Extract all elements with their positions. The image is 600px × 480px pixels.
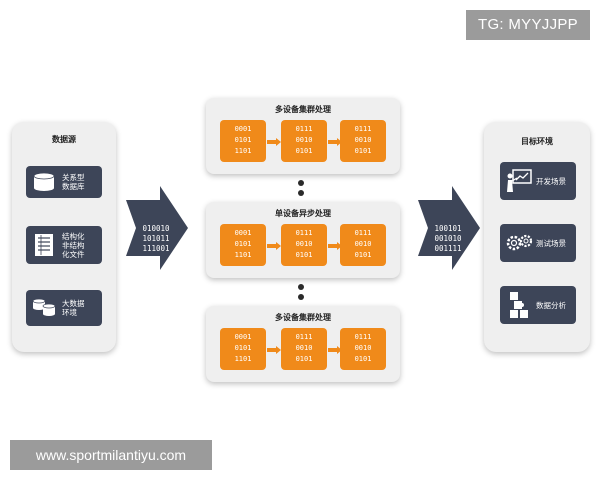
target-item-label: 数据分析 [536,300,566,310]
source-item-label: 大数据 环境 [62,299,85,317]
binary-line: 0111 [295,333,313,341]
label-line: 结构化 [62,231,85,241]
binary-line: 0101 [295,147,313,155]
source-title: 数据源 [52,135,76,144]
binary-line: 1101 [234,355,252,363]
separator-dot [298,180,304,186]
gears-icon [504,228,534,258]
source-item-label: 结构化 非结构 化文件 [62,232,85,259]
binary-box: 0001 0101 1101 [220,224,266,266]
target-item-test: 测试场景 [500,224,576,262]
label-line: 大数据 [62,299,85,308]
binary-line: 0010 [354,344,372,352]
binary-line: 0010 [295,136,313,144]
binary-line: 0101 [295,251,313,259]
source-panel: 数据源 关系型 数据库 结构化 [12,122,116,352]
connector-arrow-icon [267,242,281,250]
binary-box: 0001 0101 1101 [220,120,266,162]
binary-line: 0101 [354,147,372,155]
separator-dot [298,294,304,300]
binary-line: 0101 [234,344,252,352]
binary-line: 001111 [434,244,462,253]
processing-group-3: 多设备集群处理 0001 0101 1101 0111 0010 0101 01… [206,306,400,382]
binary-line: 100101 [434,224,462,233]
binary-line: 1101 [234,251,252,259]
binary-box: 0111 0010 0101 [281,120,327,162]
binary-line: 0101 [354,251,372,259]
source-item-relational-db: 关系型 数据库 [26,166,102,198]
target-item-dev: 开发场景 [500,162,576,200]
group-title: 多设备集群处理 [275,313,331,322]
processing-group-2: 单设备异步处理 0001 0101 1101 0111 0010 0101 01… [206,202,400,278]
input-arrow-icon [126,186,188,270]
storage-icon [30,295,58,321]
separator-dot [298,190,304,196]
puzzle-icon [504,290,534,320]
connector-arrow-icon [328,242,342,250]
binary-line: 0101 [234,136,252,144]
binary-box: 0111 0010 0101 [340,224,386,266]
presentation-icon [504,166,534,196]
group-title: 多设备集群处理 [275,105,331,114]
document-icon [30,232,58,258]
binary-box: 0111 0010 0101 [281,224,327,266]
source-item-files: 结构化 非结构 化文件 [26,226,102,264]
binary-line: 0101 [234,240,252,248]
target-item-label: 测试场景 [536,238,566,248]
tag-label: TG: MYYJJPP [466,10,590,40]
binary-line: 0111 [354,333,372,341]
binary-box: 0111 0010 0101 [340,120,386,162]
binary-line: 111001 [142,244,170,253]
source-item-label: 关系型 数据库 [62,173,85,191]
binary-line: 0010 [295,240,313,248]
input-binary: 010010 101011 111001 [136,224,176,254]
binary-line: 0001 [234,125,252,133]
processing-group-1: 多设备集群处理 0001 0101 1101 0111 0010 0101 01… [206,98,400,174]
connector-arrow-icon [328,346,342,354]
binary-line: 0111 [354,229,372,237]
source-item-bigdata: 大数据 环境 [26,290,102,326]
binary-line: 0010 [354,240,372,248]
watermark-label: www.sportmilantiyu.com [10,440,212,470]
binary-line: 0111 [295,125,313,133]
binary-line: 0001 [234,333,252,341]
binary-line: 101011 [142,234,170,243]
target-title: 目标环境 [521,137,553,146]
binary-box: 0111 0010 0101 [281,328,327,370]
connector-arrow-icon [267,346,281,354]
binary-line: 0111 [295,229,313,237]
binary-line: 0101 [295,355,313,363]
binary-line: 0001 [234,229,252,237]
output-arrow-icon [418,186,480,270]
target-item-label: 开发场景 [536,176,566,186]
binary-box: 0001 0101 1101 [220,328,266,370]
target-panel: 目标环境 开发场景 测试场景 [484,122,590,352]
target-item-analysis: 数据分析 [500,286,576,324]
connector-arrow-icon [328,138,342,146]
binary-line: 010010 [142,224,170,233]
binary-box: 0111 0010 0101 [340,328,386,370]
connector-arrow-icon [267,138,281,146]
binary-line: 0101 [354,355,372,363]
output-binary: 100101 001010 001111 [428,224,468,254]
database-icon [30,169,58,195]
binary-line: 001010 [434,234,462,243]
binary-line: 0010 [295,344,313,352]
group-title: 单设备异步处理 [275,209,331,218]
label-line: 非结构 [62,240,85,250]
label-line: 化文件 [62,249,85,259]
label-line: 环境 [62,308,77,317]
binary-line: 1101 [234,147,252,155]
label-line: 关系型 [62,173,85,182]
separator-dot [298,284,304,290]
label-line: 数据库 [62,182,85,191]
binary-line: 0010 [354,136,372,144]
binary-line: 0111 [354,125,372,133]
